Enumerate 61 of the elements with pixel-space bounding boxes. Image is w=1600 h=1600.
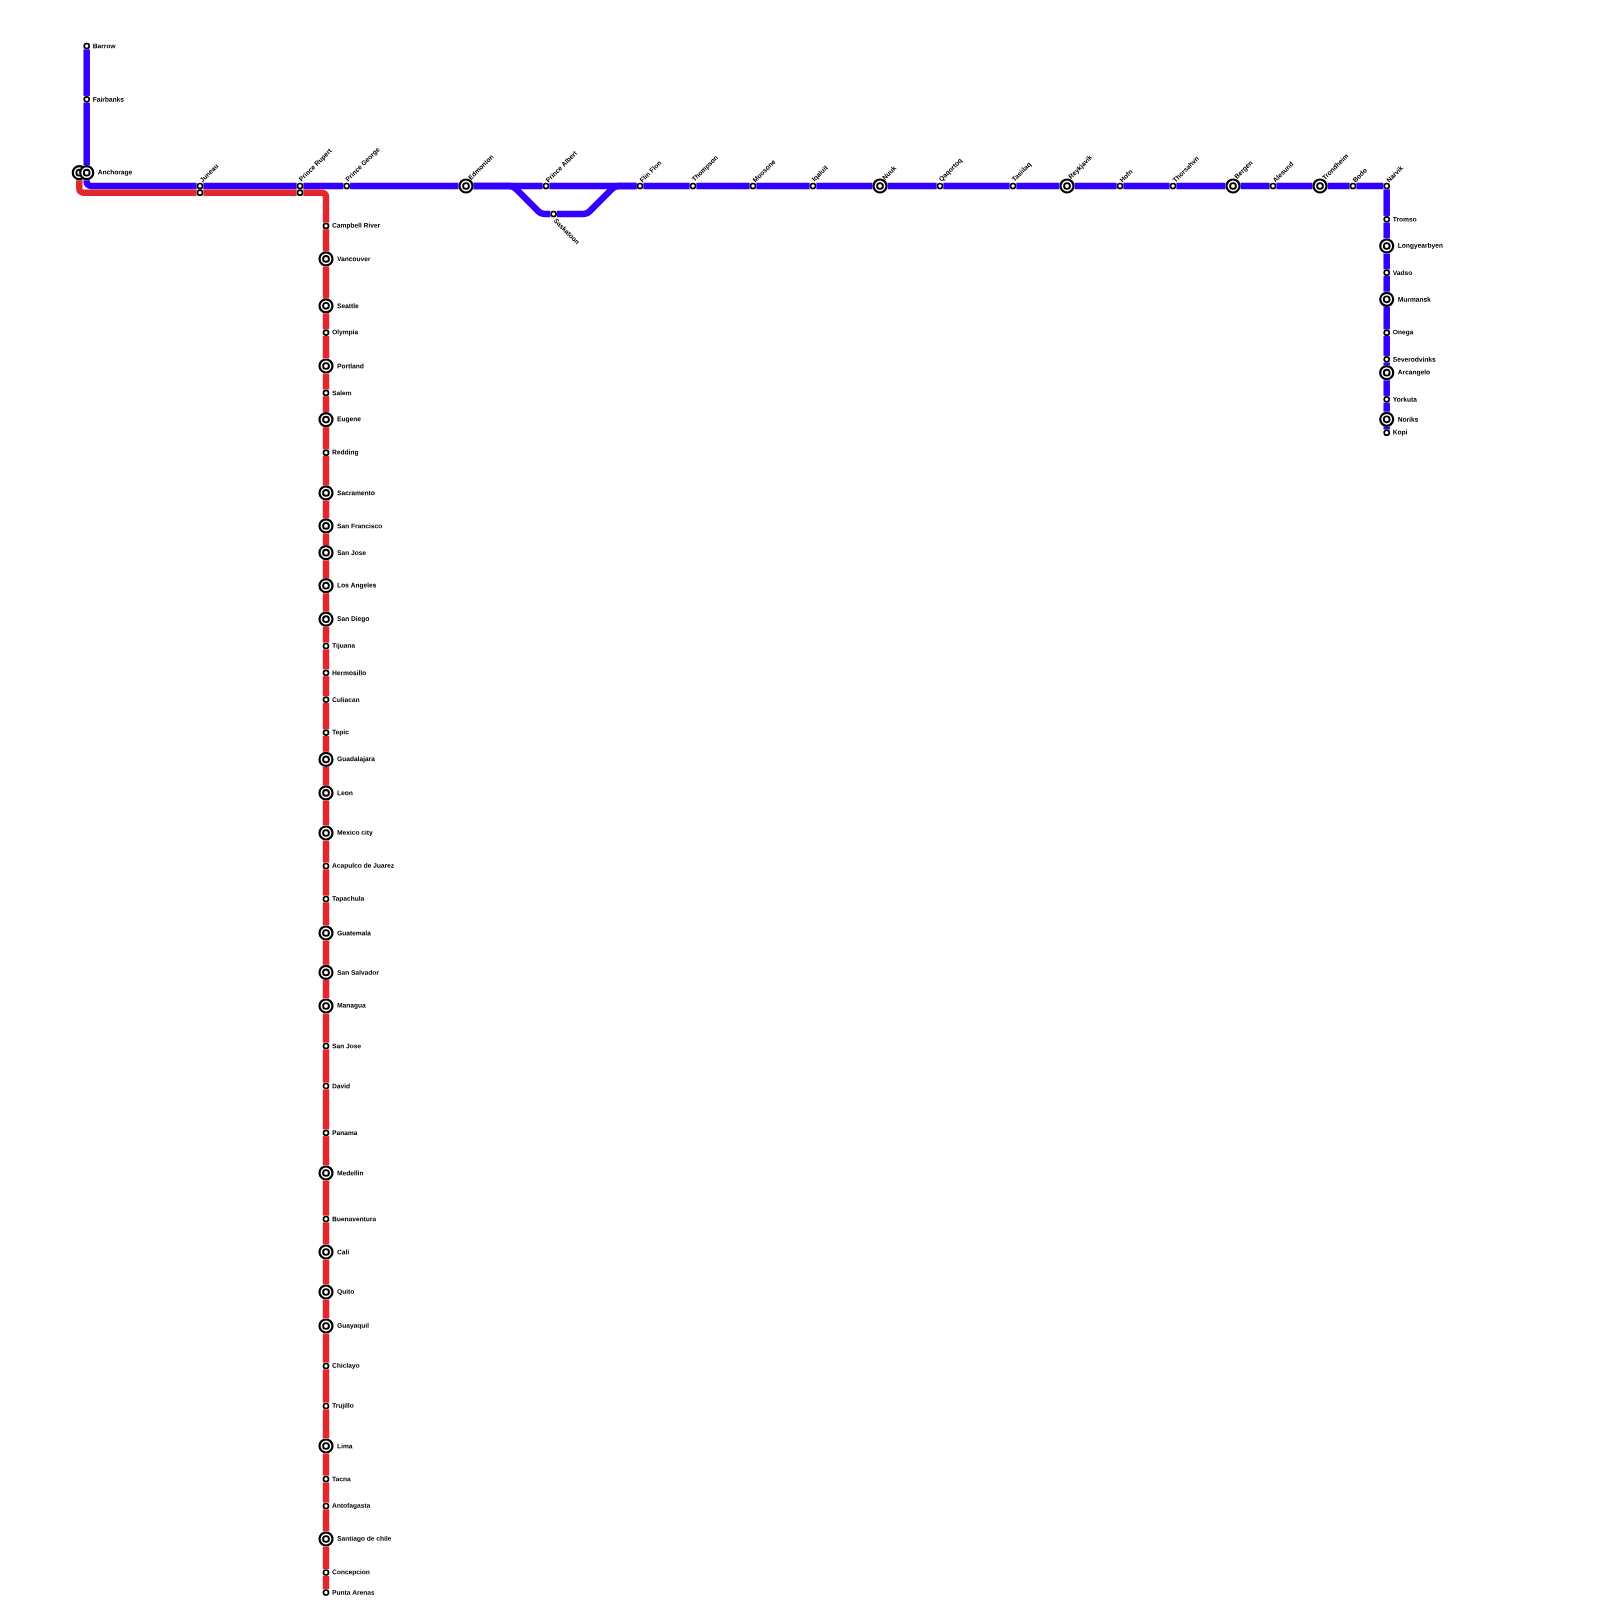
route-line: [322, 1089, 330, 1130]
route-line: [322, 1259, 330, 1285]
route-line: [1383, 362, 1390, 366]
route-line: [322, 1453, 330, 1476]
route-line: [322, 1333, 330, 1363]
route-line: [322, 560, 330, 579]
route-line: [943, 182, 1010, 190]
route-line: [322, 313, 330, 330]
route-line: [322, 902, 330, 926]
route-line: [556, 182, 637, 218]
route-line: [303, 182, 344, 190]
route-line: [322, 1482, 330, 1503]
route-line: [1383, 306, 1390, 330]
route-line: [816, 182, 873, 190]
route-line: [1276, 182, 1313, 190]
route-line: [322, 266, 330, 299]
route-line: [322, 533, 330, 546]
route-line: [756, 182, 810, 190]
route-line: [1356, 182, 1384, 190]
route-line: [322, 1049, 330, 1083]
route-line: [1383, 253, 1390, 270]
route-line: [1123, 182, 1170, 190]
route-line: [1016, 182, 1060, 190]
route-line: [322, 840, 330, 863]
route-line: [1327, 182, 1350, 190]
route-line: [1383, 222, 1390, 239]
station-marker: [196, 189, 204, 197]
route-line: [83, 102, 90, 166]
route-line: [1383, 426, 1390, 430]
route-line: [322, 335, 330, 359]
route-line: [322, 593, 330, 612]
route-line: [473, 182, 551, 218]
route-line: [76, 180, 197, 196]
route-line: [1240, 182, 1270, 190]
route-line: [83, 178, 197, 190]
route-line: [322, 1013, 330, 1043]
route-line: [322, 1222, 330, 1245]
station-marker: [296, 189, 304, 197]
route-line: [322, 1546, 330, 1570]
route-line: [322, 1575, 330, 1590]
route-line: [322, 1369, 330, 1403]
route-line: [322, 800, 330, 826]
route-line: [322, 1509, 330, 1532]
route-line: [322, 649, 330, 670]
route-line: [887, 182, 937, 190]
route-line: [322, 626, 330, 643]
route-line: [303, 189, 330, 223]
route-line: [322, 1180, 330, 1216]
route-line: [322, 500, 330, 519]
route-line: [1383, 402, 1390, 412]
route-line: [322, 373, 330, 390]
route-line: [322, 1299, 330, 1319]
route-line: [322, 1409, 330, 1439]
route-line: [696, 182, 750, 190]
route-line: [203, 189, 297, 196]
route-line: [1074, 182, 1117, 190]
route-line: [322, 702, 330, 730]
route-line: [643, 182, 690, 190]
route-line: [1176, 182, 1226, 190]
route-line: [322, 869, 330, 896]
route-line: [203, 182, 297, 190]
